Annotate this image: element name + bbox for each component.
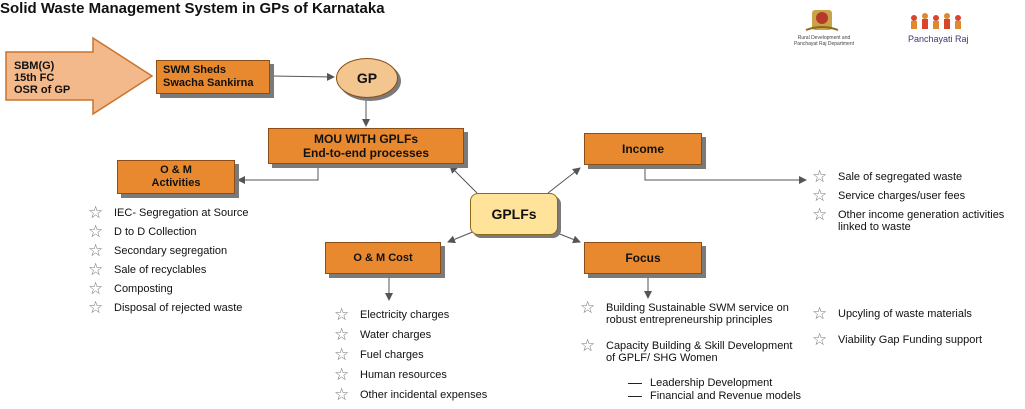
panchayati-raj-icon xyxy=(911,13,961,29)
star-outline-icon: ☆ xyxy=(812,167,828,186)
income-list: ☆ Sale of segregated waste ☆ Service charg… xyxy=(812,167,1017,235)
list-item-text: Disposal of rejected waste xyxy=(114,302,243,314)
list-item-text: Composting xyxy=(114,283,173,295)
list-item-text: IEC- Segregation at Source xyxy=(114,207,249,219)
karnataka-emblem-icon xyxy=(805,10,839,31)
star-outline-icon: ☆ xyxy=(812,205,828,224)
star-outline-icon: ☆ xyxy=(88,241,104,260)
sub-list-item: Leadership Development xyxy=(626,377,826,390)
focus-box: Focus xyxy=(584,242,702,274)
income-box: Income xyxy=(584,133,702,165)
funding-line: 15th FC xyxy=(14,72,55,84)
om-activities-box: O & M Activities xyxy=(117,160,235,194)
star-outline-icon: ☆ xyxy=(580,298,596,317)
sub-list-item-text: Financial and Revenue models xyxy=(650,390,802,402)
om-activities-line: Activities xyxy=(151,177,201,189)
gplfs-to-focus-line xyxy=(551,230,581,244)
list-item-text: Upcyling of waste materials xyxy=(838,308,972,320)
star-outline-icon: ☆ xyxy=(580,336,596,355)
list-item: ☆ Other incidental expenses xyxy=(334,385,534,409)
star-outline-icon: ☆ xyxy=(88,298,104,317)
list-item: ☆ Fuel charges xyxy=(334,345,534,369)
funding-arrow-text: SBM(G) 15th FC OSR of GP xyxy=(14,60,70,96)
list-item: ☆ Building Sustainable SWM service on rob… xyxy=(580,298,795,340)
sub-list-item: Financial and Revenue models xyxy=(626,390,826,403)
list-item: ☆ Service charges/user fees xyxy=(812,186,1017,209)
om-activities-list: ☆ IEC- Segregation at Source ☆ D to D Coll… xyxy=(88,203,318,321)
focus-right-list: ☆ Upcyling of waste materials ☆ Viability … xyxy=(812,304,1022,354)
list-item-text: D to D Collection xyxy=(114,226,197,238)
gp-node: GP xyxy=(336,58,398,98)
page-title: Solid Waste Management System in GPs of … xyxy=(0,0,385,17)
list-item: ☆ Electricity charges xyxy=(334,305,534,329)
list-item-text: Building Sustainable SWM service on robu… xyxy=(606,302,789,326)
star-outline-icon: ☆ xyxy=(812,304,828,323)
star-outline-icon: ☆ xyxy=(334,305,350,324)
list-item: ☆ D to D Collection xyxy=(88,222,318,245)
list-item: ☆ Sale of recyclables xyxy=(88,260,318,283)
sheds-to-gp-line xyxy=(271,72,335,81)
list-item-text: Electricity charges xyxy=(360,309,450,321)
list-item: ☆ Human resources xyxy=(334,365,534,389)
rdpr-logo-caption: Rural Development and Panchayat Raj Depa… xyxy=(793,35,855,47)
focus-list: ☆ Building Sustainable SWM service on rob… xyxy=(580,298,795,377)
star-outline-icon: ☆ xyxy=(334,365,350,384)
om-activities-line: O & M xyxy=(160,164,192,176)
sheds-line: SWM Sheds xyxy=(163,64,226,76)
gplfs-to-omcost-line xyxy=(447,230,476,244)
list-item: ☆ Upcyling of waste materials xyxy=(812,304,1022,334)
star-outline-icon: ☆ xyxy=(334,385,350,404)
list-item-text: Service charges/user fees xyxy=(838,190,966,202)
list-item-text: Human resources xyxy=(360,369,447,381)
list-item: ☆ Viability Gap Funding support xyxy=(812,330,1022,354)
funding-line: SBM(G) xyxy=(14,60,55,72)
mou-line: End-to-end processes xyxy=(302,146,430,160)
mou-box: MOU WITH GPLFs End-to-end processes xyxy=(268,128,464,164)
star-outline-icon: ☆ xyxy=(88,222,104,241)
mou-line: MOU WITH GPLFs xyxy=(314,132,418,146)
list-item: ☆ Other income generation activities link… xyxy=(812,205,1017,235)
list-item-text: Water charges xyxy=(360,329,432,341)
list-item: ☆ Composting xyxy=(88,279,318,302)
star-outline-icon: ☆ xyxy=(812,330,828,349)
gplfs-to-mou-line xyxy=(449,165,478,194)
list-item-text: Fuel charges xyxy=(360,349,424,361)
list-item-text: Capacity Building & Skill Development of… xyxy=(606,340,793,364)
star-outline-icon: ☆ xyxy=(88,203,104,222)
star-outline-icon: ☆ xyxy=(334,325,350,344)
list-item: ☆ Capacity Building & Skill Development o… xyxy=(580,336,795,377)
gplfs-node: GPLFs xyxy=(470,193,558,235)
star-outline-icon: ☆ xyxy=(812,186,828,205)
list-item-text: Secondary segregation xyxy=(114,245,228,257)
funding-line: OSR of GP xyxy=(14,84,71,96)
focus-sub-list: Leadership Development Financial and Rev… xyxy=(626,377,826,403)
sheds-line: Swacha Sankirna xyxy=(163,77,254,89)
gplfs-to-income-line xyxy=(547,167,581,194)
funding-arrow xyxy=(5,36,154,116)
list-item: ☆ IEC- Segregation at Source xyxy=(88,203,318,226)
panchayati-raj-logo-text: Panchayati Raj xyxy=(908,34,969,44)
list-item-text: Viability Gap Funding support xyxy=(838,334,983,346)
list-item-text: Sale of segregated waste xyxy=(838,171,963,183)
income-to-items-line xyxy=(644,164,807,184)
list-item: ☆ Sale of segregated waste xyxy=(812,167,1017,190)
star-outline-icon: ☆ xyxy=(88,279,104,298)
om-cost-box: O & M Cost xyxy=(325,242,441,274)
swm-sheds-box: SWM Sheds Swacha Sankirna xyxy=(156,60,270,94)
star-outline-icon: ☆ xyxy=(88,260,104,279)
star-outline-icon: ☆ xyxy=(334,345,350,364)
list-item: ☆ Secondary segregation xyxy=(88,241,318,264)
list-item: ☆ Water charges xyxy=(334,325,534,349)
list-item: ☆ Disposal of rejected waste xyxy=(88,298,318,321)
mou-to-activities-line xyxy=(237,165,319,184)
om-cost-list: ☆ Electricity charges ☆ Water charges ☆ Fue… xyxy=(334,305,534,409)
list-item-text: Other incidental expenses xyxy=(360,389,488,401)
list-item-text: Other income generation activities linke… xyxy=(838,209,1005,233)
list-item-text: Sale of recyclables xyxy=(114,264,207,276)
sub-list-item-text: Leadership Development xyxy=(650,377,773,389)
